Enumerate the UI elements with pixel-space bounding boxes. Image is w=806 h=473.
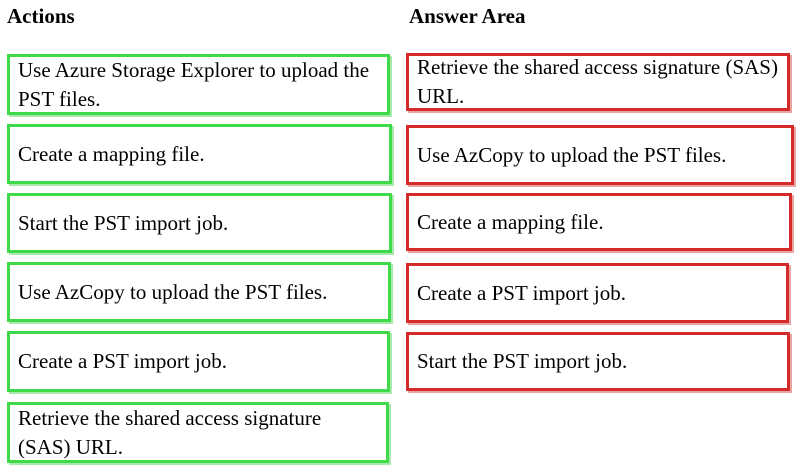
action-item[interactable]: Retrieve the shared access signature (SA… bbox=[7, 402, 389, 463]
answer-item-label: Retrieve the shared access signature (SA… bbox=[417, 55, 778, 108]
answer-item-label: Use AzCopy to upload the PST files. bbox=[417, 142, 727, 167]
answer-item-label: Start the PST import job. bbox=[417, 349, 628, 373]
action-item[interactable]: Use Azure Storage Explorer to upload the… bbox=[7, 54, 390, 115]
action-item-label: Start the PST import job. bbox=[18, 210, 229, 235]
answer-item[interactable]: Create a PST import job. bbox=[406, 263, 789, 323]
action-item-label: Use AzCopy to upload the PST files. bbox=[18, 279, 328, 304]
action-item-label: Use Azure Storage Explorer to upload the… bbox=[18, 57, 370, 111]
answer-item-label: Create a PST import job. bbox=[417, 280, 627, 305]
action-item[interactable]: Start the PST import job. bbox=[7, 193, 392, 253]
answer-item[interactable]: Start the PST import job. bbox=[406, 332, 790, 391]
action-item[interactable]: Create a mapping file. bbox=[7, 124, 392, 184]
actions-heading: Actions bbox=[7, 4, 75, 28]
action-item[interactable]: Use AzCopy to upload the PST files. bbox=[7, 262, 391, 322]
action-item-label: Retrieve the shared access signature (SA… bbox=[18, 405, 322, 459]
action-item[interactable]: Create a PST import job. bbox=[7, 331, 390, 392]
answer-item[interactable]: Retrieve the shared access signature (SA… bbox=[406, 53, 790, 111]
answer-item-label: Create a mapping file. bbox=[417, 209, 604, 234]
answer-item[interactable]: Create a mapping file. bbox=[406, 193, 792, 251]
action-item-label: Create a PST import job. bbox=[18, 349, 228, 373]
answer-area-heading: Answer Area bbox=[409, 4, 526, 28]
answer-item[interactable]: Use AzCopy to upload the PST files. bbox=[406, 125, 794, 185]
action-item-label: Create a mapping file. bbox=[18, 141, 205, 166]
